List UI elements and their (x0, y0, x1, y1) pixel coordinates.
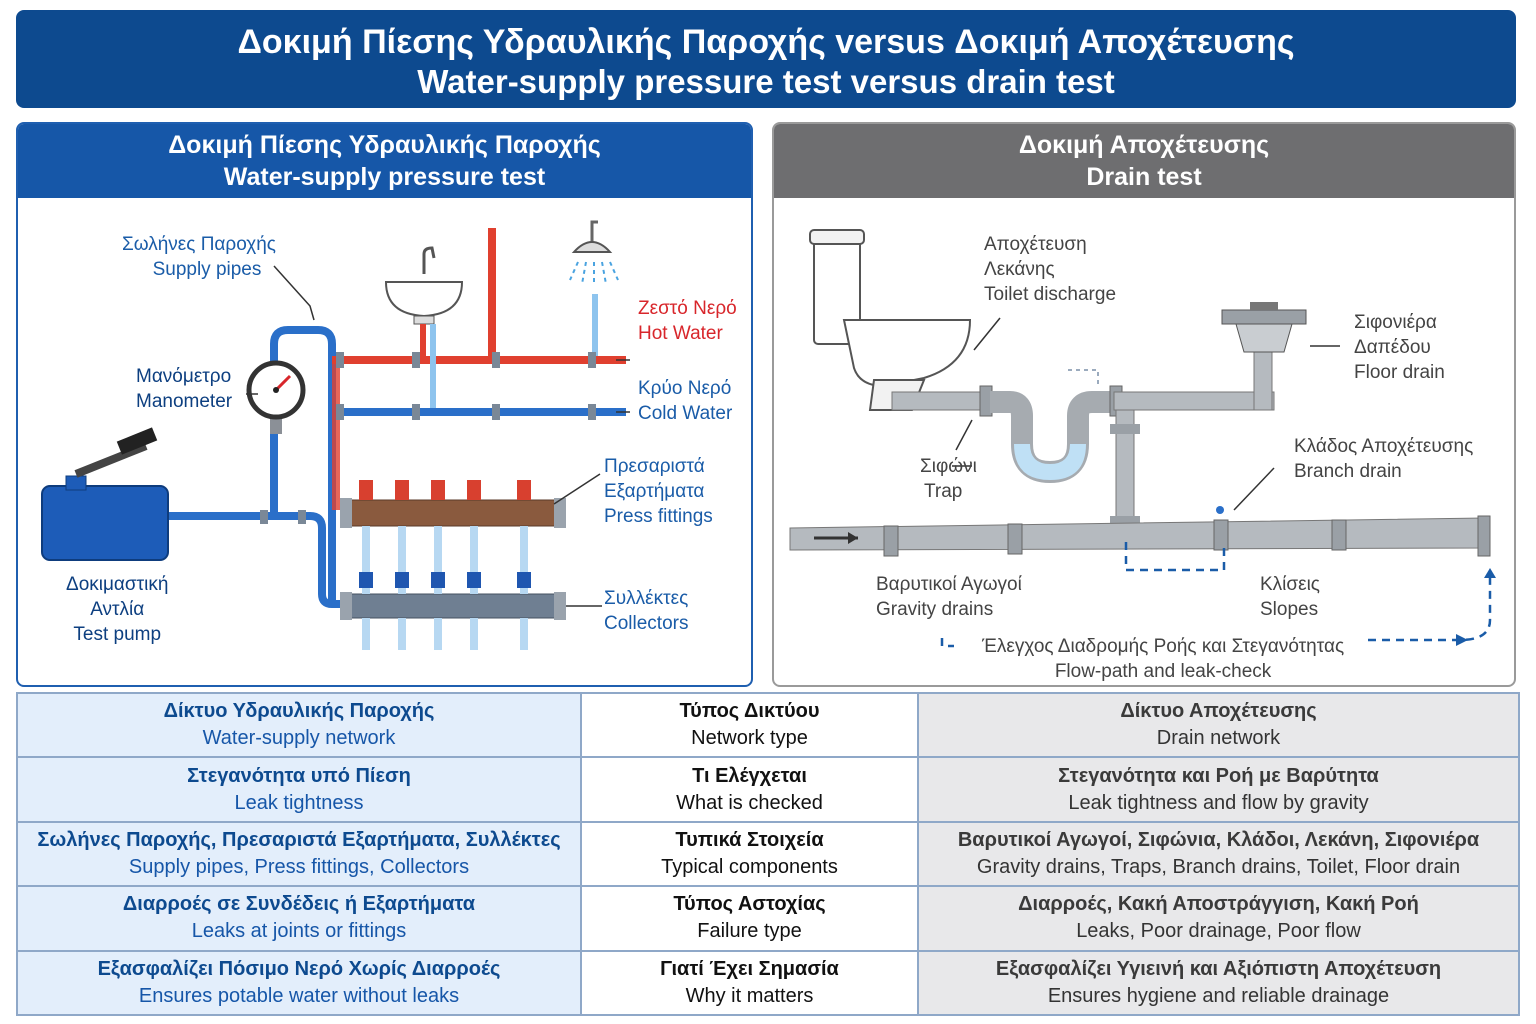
criterion-cell-english: What is checked (676, 791, 823, 814)
floor-drain-label: Σιφονιέρα Δαπέδου Floor drain (1354, 312, 1445, 383)
drain-cell-greek: Δίκτυο Αποχέτευσης (1120, 700, 1317, 723)
drain-cell-greek: Εξασφαλίζει Υγιεινή και Αξιόπιστη Αποχέτ… (995, 957, 1442, 980)
gravity-drains-label: Βαρυτικοί Αγωγοί Gravity drains (876, 574, 1022, 620)
cold-water-label: Κρύο Νερό Cold Water (638, 378, 733, 424)
press-fittings-label: Πρεσαριστά Εξαρτήματα Press fittings (604, 456, 713, 527)
supply-cell-greek: Διαρροές σε Συνδέδεις ή Εξαρτήματα (122, 893, 476, 916)
water-supply-header-english: Water-supply pressure test (223, 163, 546, 191)
supply-cell: Σωλήνες Παροχής, Πρεσαριστά Εξαρτήματα, … (16, 820, 582, 888)
water-supply-panel-header: Δοκιμή Πίεσης Υδραυλικής Παροχής Water-s… (18, 124, 751, 198)
toilet-icon (809, 229, 972, 411)
criterion-cell-english: Network type (691, 727, 808, 750)
table-row: Σωλήνες Παροχής, Πρεσαριστά Εξαρτήματα, … (16, 820, 1520, 888)
criterion-cell-english: Failure type (697, 920, 802, 943)
collectors-label: Συλλέκτες Collectors (604, 588, 689, 634)
water-supply-diagram (41, 220, 630, 650)
criterion-cell-greek: Γιατί Έχει Σημασία (660, 957, 839, 980)
supply-cell-greek: Δίκτυο Υδραυλικής Παροχής (163, 700, 435, 723)
main-title-banner: Δοκιμή Πίεσης Υδραυλικής Παροχής versus … (16, 10, 1516, 108)
supply-cell-english: Supply pipes, Press fittings, Collectors (128, 855, 470, 878)
supply-cell-english: Water-supply network (202, 727, 396, 750)
supply-cell-english: Leaks at joints or fittings (191, 920, 407, 943)
branch-drain-label: Κλάδος Αποχέτευσης Branch drain (1294, 436, 1474, 482)
drain-diagram (789, 229, 1496, 648)
water-supply-header-greek: Δοκιμή Πίεσης Υδραυλικής Παροχής (168, 131, 601, 159)
drain-cell-english: Drain network (1156, 727, 1281, 750)
supply-pipes-label: Σωλήνες Παροχής Supply pipes (122, 234, 276, 280)
criterion-cell-english: Why it matters (685, 984, 814, 1007)
drain-header-english: Drain test (1086, 163, 1202, 191)
cold-water-pipe (336, 408, 626, 416)
criterion-cell-greek: Τύπος Αστοχίας (673, 893, 826, 916)
criterion-cell-english: Typical components (661, 855, 838, 878)
drain-cell-english: Leak tightness and flow by gravity (1068, 791, 1369, 814)
supply-cell-greek: Στεγανότητα υπό Πίεση (187, 764, 411, 787)
trap-label: Σιφώνι Trap (920, 456, 977, 502)
slopes-label: Κλίσεις Slopes (1260, 574, 1320, 620)
trap-icon (990, 391, 1114, 484)
shower-icon (569, 220, 619, 286)
supply-cell-english: Leak tightness (234, 791, 364, 814)
criterion-cell-greek: Τι Ελέγχεται (692, 764, 807, 787)
water-supply-panel: Δοκιμή Πίεσης Υδραυλικής Παροχής Water-s… (16, 122, 753, 687)
hot-water-pipe (336, 356, 626, 364)
criterion-cell-greek: Τύπος Δικτύου (679, 700, 820, 723)
drain-cell-greek: Διαρροές, Κακή Αποστράγγιση, Κακή Ροή (1018, 893, 1419, 916)
title-greek: Δοκιμή Πίεσης Υδραυλικής Παροχής versus … (237, 23, 1295, 61)
floor-drain-icon (1221, 302, 1307, 353)
drain-panel-header: Δοκιμή Αποχέτευσης Drain test (774, 124, 1514, 198)
collectors-manifold (340, 592, 566, 620)
toilet-discharge-label: Αποχέτευση Λεκάνης Toilet discharge (984, 234, 1117, 305)
sink-icon (384, 246, 464, 325)
supply-cell-greek: Εξασφαλίζει Πόσιμο Νερό Χωρίς Διαρροές (97, 957, 501, 980)
test-pump-icon (41, 427, 169, 561)
drain-cell-english: Ensures hygiene and reliable drainage (1047, 984, 1390, 1007)
drain-cell: Εξασφαλίζει Υγιεινή και Αξιόπιστη Αποχέτ… (917, 949, 1520, 1017)
manometer-gauge-icon (246, 360, 306, 434)
manometer-label: Μανόμετρο Manometer (136, 366, 233, 412)
supply-cell-greek: Σωλήνες Παροχής, Πρεσαριστά Εξαρτήματα, … (37, 828, 561, 851)
hot-riser-pipe (488, 228, 496, 362)
drain-cell: Βαρυτικοί Αγωγοί, Σιφώνια, Κλάδοι, Λεκάν… (917, 820, 1520, 888)
drain-cell-greek: Στεγανότητα και Ροή με Βαρύτητα (1058, 764, 1379, 787)
criterion-cell-greek: Τυπικά Στοιχεία (675, 828, 824, 851)
flow-path-label: Έλεγχος Διαδρομής Ροής και Στεγανότητας … (982, 636, 1345, 682)
title-english: Water-supply pressure test versus drain … (417, 63, 1115, 100)
gravity-drain-pipe (789, 515, 1491, 557)
drain-cell-greek: Βαρυτικοί Αγωγοί, Σιφώνια, Κλάδοι, Λεκάν… (957, 828, 1480, 851)
test-pump-label: Δοκιμαστική Αντλία Test pump (66, 574, 169, 645)
drain-cell-english: Gravity drains, Traps, Branch drains, To… (976, 855, 1461, 878)
drain-header-greek: Δοκιμή Αποχέτευσης (1018, 131, 1270, 159)
supply-cell-english: Ensures potable water without leaks (138, 984, 460, 1007)
hot-water-label: Ζεστό Νερό Hot Water (638, 298, 737, 344)
drain-cell-english: Leaks, Poor drainage, Poor flow (1076, 920, 1361, 943)
drain-panel: Δοκιμή Αποχέτευσης Drain test (772, 122, 1516, 687)
press-fittings-manifold (340, 498, 566, 528)
flow-path-line (940, 542, 1492, 648)
